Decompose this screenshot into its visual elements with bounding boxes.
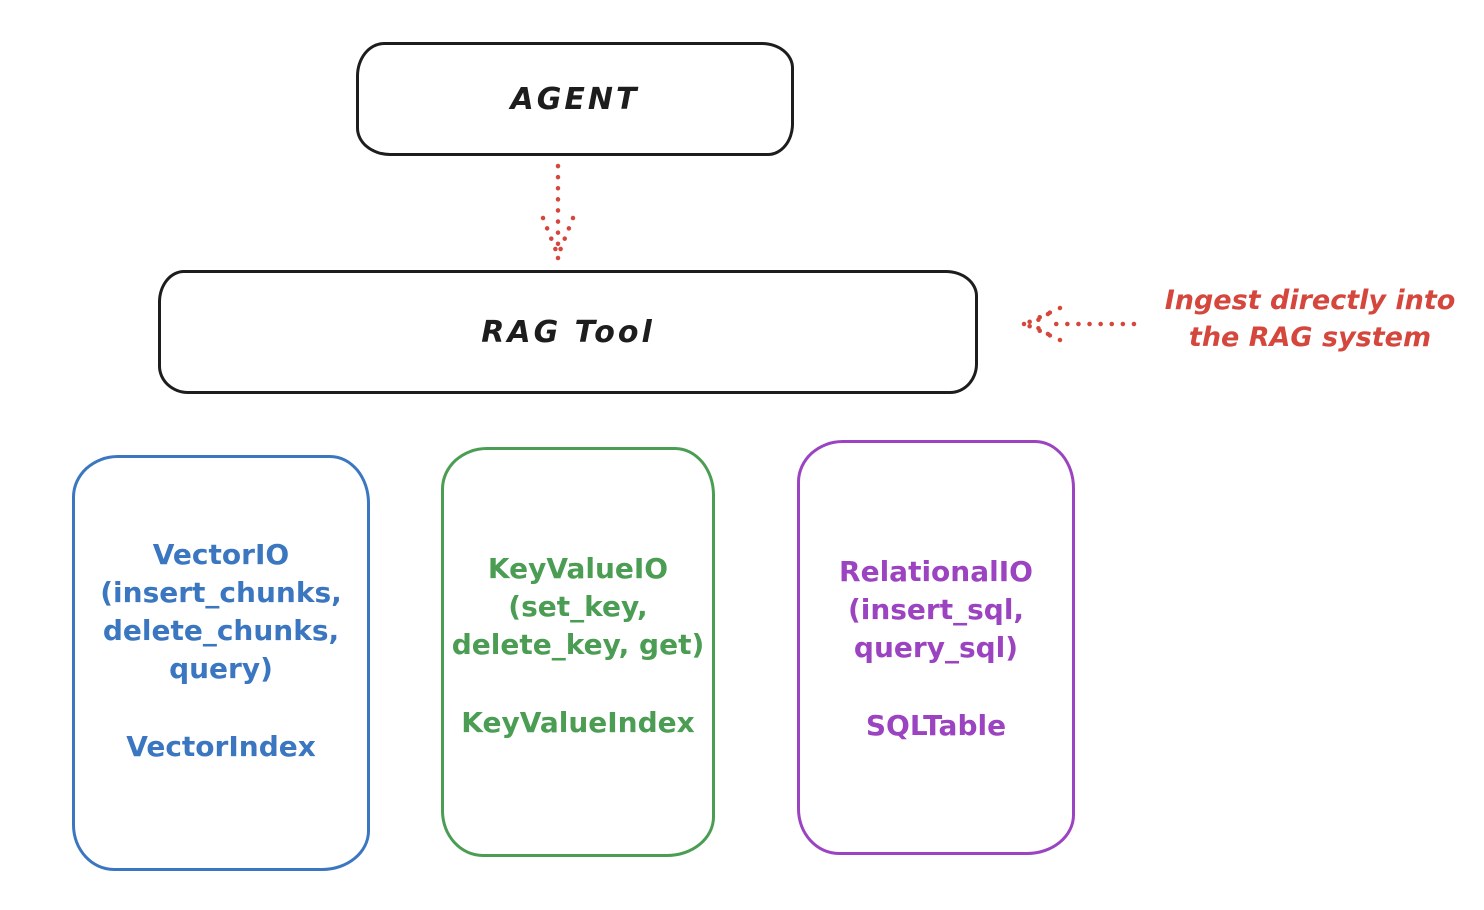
- keyvalue-io-title: KeyValueIO: [487, 552, 669, 585]
- keyvalue-index-label: KeyValueIndex: [461, 706, 695, 739]
- rag-tool-node-label: RAG Tool: [481, 314, 655, 350]
- vector-io-node: VectorIO (insert_chunks, delete_chunks, …: [72, 455, 370, 871]
- agent-to-rag-dotted-arrow-icon: [540, 163, 576, 261]
- vector-index-label: VectorIndex: [126, 730, 316, 763]
- annotation-text: Ingest directly into the RAG system: [1140, 282, 1480, 356]
- annotation-line-1: Ingest directly into: [1164, 285, 1456, 316]
- relational-io-param-line: query_sql): [853, 631, 1019, 664]
- vector-io-title: VectorIO: [152, 538, 290, 571]
- vector-io-param-line: delete_chunks,: [102, 614, 340, 647]
- annotation-line-2: the RAG system: [1188, 322, 1432, 353]
- annotation-dotted-arrow-icon: [1021, 305, 1137, 343]
- keyvalue-io-param-line: (set_key,: [508, 590, 648, 623]
- keyvalue-io-param-line: delete_key, get): [451, 628, 705, 661]
- relational-io-node: RelationalIO (insert_sql, query_sql) SQL…: [797, 440, 1075, 855]
- agent-node: AGENT: [356, 42, 794, 156]
- sql-table-label: SQLTable: [865, 709, 1007, 742]
- relational-io-title: RelationalIO: [839, 555, 1033, 588]
- relational-io-param-line: (insert_sql,: [847, 593, 1025, 626]
- vector-io-param-line: query): [169, 652, 273, 685]
- agent-node-label: AGENT: [510, 81, 640, 117]
- keyvalue-io-node: KeyValueIO (set_key, delete_key, get) Ke…: [441, 447, 715, 857]
- vector-io-param-line: (insert_chunks,: [100, 576, 342, 609]
- rag-tool-node: RAG Tool: [158, 270, 978, 394]
